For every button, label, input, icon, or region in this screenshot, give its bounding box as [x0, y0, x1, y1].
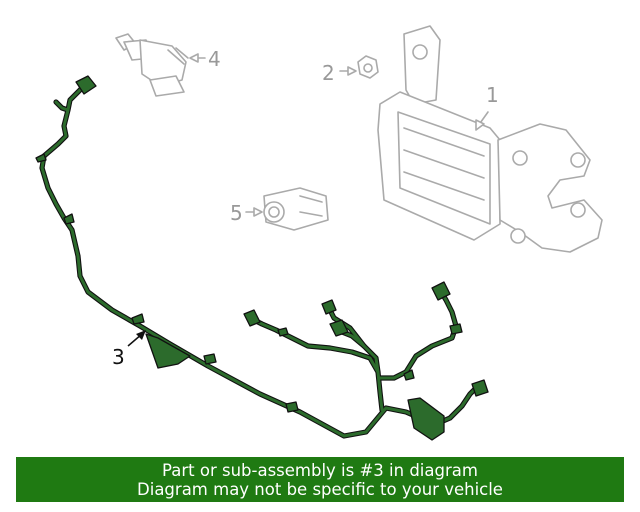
part-2-nut	[339, 55, 379, 79]
banner-line-1: Part or sub-assembly is #3 in diagram	[162, 461, 478, 480]
callout-4: 4	[208, 47, 221, 71]
callout-5: 5	[230, 201, 243, 225]
part-3-wiring-harness	[35, 75, 489, 441]
callout-2: 2	[322, 61, 335, 85]
part-5-sensor	[245, 187, 329, 231]
callout-3: 3	[112, 345, 125, 369]
part-info-banner: Part or sub-assembly is #3 in diagram Di…	[16, 457, 624, 502]
part-1-control-module	[377, 25, 603, 253]
callout-1: 1	[486, 83, 499, 107]
banner-line-2: Diagram may not be specific to your vehi…	[137, 480, 503, 499]
part-4-sensor	[115, 33, 206, 97]
